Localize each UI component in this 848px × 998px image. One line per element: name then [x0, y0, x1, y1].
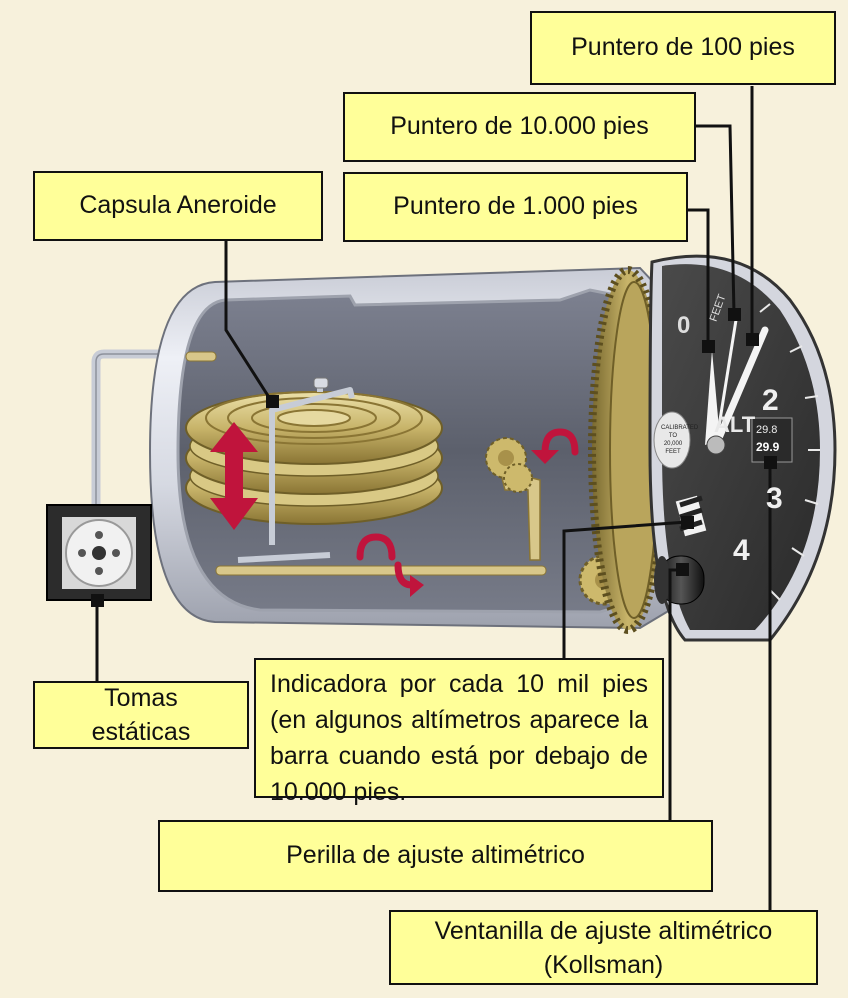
dial-numeral-2: 2 [762, 384, 779, 417]
dial-pointers [705, 319, 769, 455]
kollsman-window-face [751, 417, 793, 463]
leader-endpoints [91, 308, 777, 607]
kollsman-value-lower: 29.9 [756, 440, 780, 454]
dial-numeral-3: 3 [766, 482, 783, 515]
kollsman-value-upper: 29.8 [756, 424, 778, 436]
label-aneroid-capsule: Capsula Aneroide [33, 171, 323, 241]
leader-lines [95, 86, 772, 910]
main-gear [588, 266, 668, 634]
label-pointer-1000: Puntero de 1.000 pies [343, 172, 688, 242]
sector-arm [498, 468, 541, 561]
label-setting-knob: Perilla de ajuste altimétrico [158, 820, 713, 892]
label-indicator-10k: Indicadora por cada 10 mil pies (en algu… [254, 658, 664, 806]
dial-alt-text: ALT [714, 412, 756, 437]
movement-arrow-icon [210, 422, 258, 530]
dial-numeral-0: 0 [677, 312, 691, 339]
rotation-arrow-icon [356, 428, 579, 597]
label-static-ports: Tomas estáticas [33, 681, 249, 749]
label-pointer-10000: Puntero de 10.000 pies [343, 92, 696, 162]
inlet-pin [185, 351, 217, 362]
label-kollsman-window: Ventanilla de ajuste altimétrico (Kollsm… [389, 910, 818, 985]
altimeter-dial [648, 254, 837, 642]
label-pointer-100: Puntero de 100 pies [530, 11, 836, 85]
drive-shaft [215, 565, 547, 576]
dial-calibrated-text: CALIBRATED TO 20,000 FEET [661, 425, 699, 455]
dial-numeral-4: 4 [733, 534, 750, 567]
aneroid-capsule [185, 391, 443, 525]
static-port-fitting [46, 504, 152, 601]
